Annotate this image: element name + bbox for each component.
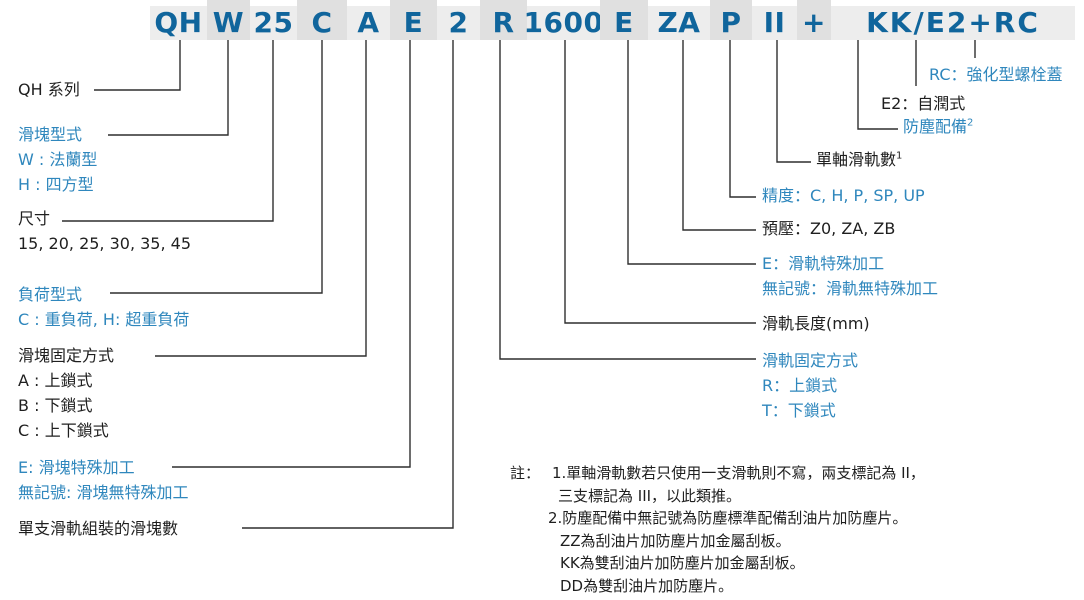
line-series [94, 40, 181, 91]
label-rail-length: 滑軌長度(mm) [762, 311, 870, 336]
label-rail-length-title: 滑軌長度(mm) [762, 314, 870, 333]
code-segment-rail-machining: E [600, 0, 648, 40]
label-accuracy: 精度：C, H, P, SP, UP [762, 183, 925, 208]
label-size-values: 15, 20, 25, 30, 35, 45 [18, 234, 192, 253]
label-size: 尺寸 15, 20, 25, 30, 35, 45 [18, 206, 191, 256]
label-rail-mounting-option-t: T：下鎖式 [762, 401, 836, 420]
footnotes: 註： 1.單軸滑軌數若只使用一支滑軌則不寫，兩支標記為 II， 三支標記為 II… [510, 462, 925, 597]
label-blocks-per-rail: 單支滑軌組裝的滑塊數 [18, 516, 178, 541]
label-self-lubrication: E2：自潤式 [881, 91, 965, 116]
line-accuracy [729, 40, 756, 198]
line-rail-machining [627, 40, 756, 265]
label-load-type-options: C : 重負荷, H: 超重負荷 [18, 310, 190, 329]
code-segment-block-mounting: A [347, 0, 390, 40]
label-block-type: 滑塊型式 W : 法蘭型 H : 四方型 [18, 122, 97, 197]
label-blocks-per-rail-title: 單支滑軌組裝的滑塊數 [18, 519, 179, 538]
label-load-type-title: 負荷型式 [18, 285, 83, 304]
label-rail-mounting: 滑軌固定方式 R：上鎖式 T：下鎖式 [762, 348, 858, 423]
line-preload [682, 40, 756, 231]
label-dust-protection-title: 防塵配備2 [903, 117, 974, 136]
line-rail-count [776, 40, 811, 163]
footnote-1-line-1: 1.單軸滑軌數若只使用一支滑軌則不寫，兩支標記為 II， [552, 464, 925, 482]
footnote-2-line-4: DD為雙刮油片加防塵片。 [560, 576, 734, 595]
label-preload-title: 預壓：Z0, ZA, ZB [762, 219, 896, 238]
label-block-machining-title: E: 滑塊特殊加工 [18, 458, 135, 477]
label-load-type: 負荷型式 C : 重負荷, H: 超重負荷 [18, 282, 189, 332]
label-block-mounting: 滑塊固定方式 A : 上鎖式 B : 下鎖式 C : 上下鎖式 [18, 343, 114, 443]
code-segment-block-count: 2 [437, 0, 480, 40]
dust-protection-footnote-marker: 2 [967, 117, 974, 129]
label-bolt-cap: RC：強化型螺栓蓋 [929, 62, 1063, 87]
label-block-mounting-title: 滑塊固定方式 [18, 346, 115, 365]
footnote-2-line-1: 2.防塵配備中無記號為防塵標準配備刮油片加防塵片。 [548, 509, 908, 527]
code-segment-size: 25 [250, 0, 297, 40]
code-segment-plus: + [797, 0, 831, 40]
line-rail-mounting [499, 40, 756, 360]
code-segment-series: QH [150, 0, 207, 40]
line-rail-length [564, 40, 756, 324]
code-segment-rail-count: II [752, 0, 797, 40]
label-block-machining-no-mark: 無記號: 滑塊無特殊加工 [18, 483, 189, 502]
label-block-machining: E: 滑塊特殊加工 無記號: 滑塊無特殊加工 [18, 455, 188, 505]
label-block-mounting-option-a: A : 上鎖式 [18, 371, 93, 390]
label-bolt-cap-title: RC：強化型螺栓蓋 [929, 65, 1063, 84]
code-segment-rail-mounting: R [480, 0, 527, 40]
footnote-1-line-2: 三支標記為 III，以此類推。 [558, 486, 742, 505]
code-segment-accessories: KK/E2+RC [831, 0, 1075, 40]
label-size-title: 尺寸 [18, 209, 51, 228]
footnote-2-line-2: ZZ為刮油片加防塵片加金屬刮板。 [560, 531, 791, 550]
label-series-title: QH 系列 [18, 80, 80, 99]
label-rail-machining-no-mark: 無記號：滑軌無特殊加工 [762, 279, 939, 298]
line-block-count [242, 40, 454, 529]
model-code: QH W 25 C A E 2 R 1600 E ZA P II + KK/E2… [150, 0, 1075, 40]
code-segment-accuracy: P [710, 0, 752, 40]
footnote-2-line-3: KK為雙刮油片加防塵片加金屬刮板。 [560, 554, 805, 572]
label-block-mounting-option-c: C : 上下鎖式 [18, 421, 109, 440]
label-rails-per-axis-title: 單軸滑軌數1 [816, 150, 903, 169]
line-block-type [108, 40, 229, 136]
code-segment-preload: ZA [648, 0, 710, 40]
footnotes-prefix: 註： [510, 464, 541, 482]
label-rail-mounting-option-r: R：上鎖式 [762, 376, 838, 395]
code-segment-block-type: W [207, 0, 250, 40]
label-rail-mounting-title: 滑軌固定方式 [762, 351, 859, 370]
code-segment-rail-length: 1600 [524, 0, 603, 40]
label-self-lubrication-title: E2：自潤式 [881, 94, 966, 113]
label-series: QH 系列 [18, 77, 80, 102]
code-segment-block-machining: E [390, 0, 437, 40]
label-rail-machining-title: E：滑軌特殊加工 [762, 254, 885, 273]
label-block-mounting-option-b: B : 下鎖式 [18, 396, 93, 415]
footnotes-body: 1.單軸滑軌數若只使用一支滑軌則不寫，兩支標記為 II， 三支標記為 III，以… [548, 462, 925, 597]
label-accuracy-title: 精度：C, H, P, SP, UP [762, 186, 925, 205]
label-block-type-title: 滑塊型式 [18, 125, 83, 144]
label-rail-machining: E：滑軌特殊加工 無記號：滑軌無特殊加工 [762, 251, 938, 301]
rails-per-axis-footnote-marker: 1 [896, 150, 903, 162]
label-rails-per-axis: 單軸滑軌數1 [816, 147, 902, 172]
label-block-type-option-h: H : 四方型 [18, 175, 94, 194]
label-dust-protection: 防塵配備2 [903, 114, 973, 139]
label-preload: 預壓：Z0, ZA, ZB [762, 216, 895, 241]
code-segment-load-type: C [297, 0, 347, 40]
line-block-machining [172, 40, 411, 468]
label-block-type-option-w: W : 法蘭型 [18, 150, 98, 169]
